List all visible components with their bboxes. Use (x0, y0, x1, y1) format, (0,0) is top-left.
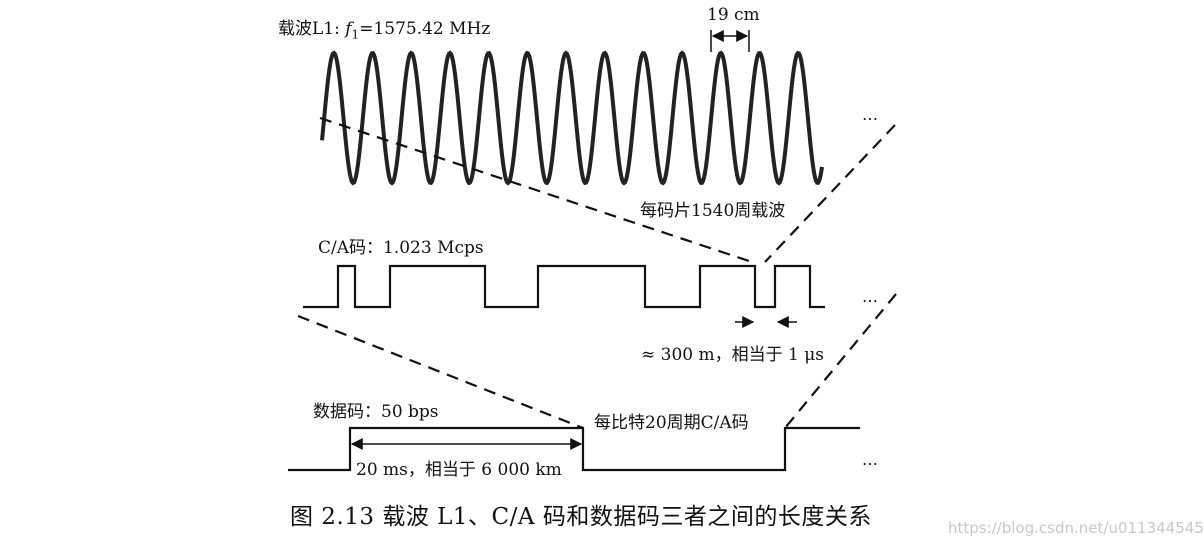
carrier-freq-subscript: 1 (351, 27, 360, 42)
data-code-label: 数据码：50 bps (313, 402, 439, 422)
chip-length-label: ≈ 300 m，相当于 1 μs (641, 345, 825, 365)
wavelength-dimension (710, 30, 750, 52)
ca-zoom-right (784, 293, 897, 429)
carrier-freq-symbol: f (345, 19, 352, 39)
carrier-label-value: =1575.42 MHz (359, 19, 491, 39)
chips-per-carrier-note: 每码片1540周载波 (640, 201, 786, 221)
carrier-label: 载波L1: f1=1575.42 MHz (278, 14, 490, 41)
bit-cycles-note: 每比特20周期C/A码 (594, 413, 749, 433)
data-ellipsis: … (862, 450, 879, 469)
carrier-label-prefix: 载波L1: (278, 19, 346, 39)
ca-code-waveform (303, 264, 825, 309)
watermark-url: https://blog.csdn.net/u011344545 (948, 519, 1204, 537)
carrier-zoom-right (764, 124, 896, 263)
figure-caption: 图 2.13 载波 L1、C/A 码和数据码三者之间的长度关系 (290, 504, 872, 530)
ca-ellipsis: … (862, 287, 879, 306)
carrier-zoom-left (319, 116, 756, 265)
ca-zoom-left (297, 314, 584, 430)
bit-length-label: 20 ms，相当于 6 000 km (356, 455, 562, 480)
zoom-projection-lines (297, 116, 897, 430)
data-code-waveform (288, 426, 860, 472)
carrier-wave (320, 50, 824, 186)
carrier-ellipsis: … (862, 105, 879, 124)
wavelength-label: 19 cm (707, 5, 760, 25)
ca-code-label: C/A码：1.023 Mcps (318, 238, 484, 258)
